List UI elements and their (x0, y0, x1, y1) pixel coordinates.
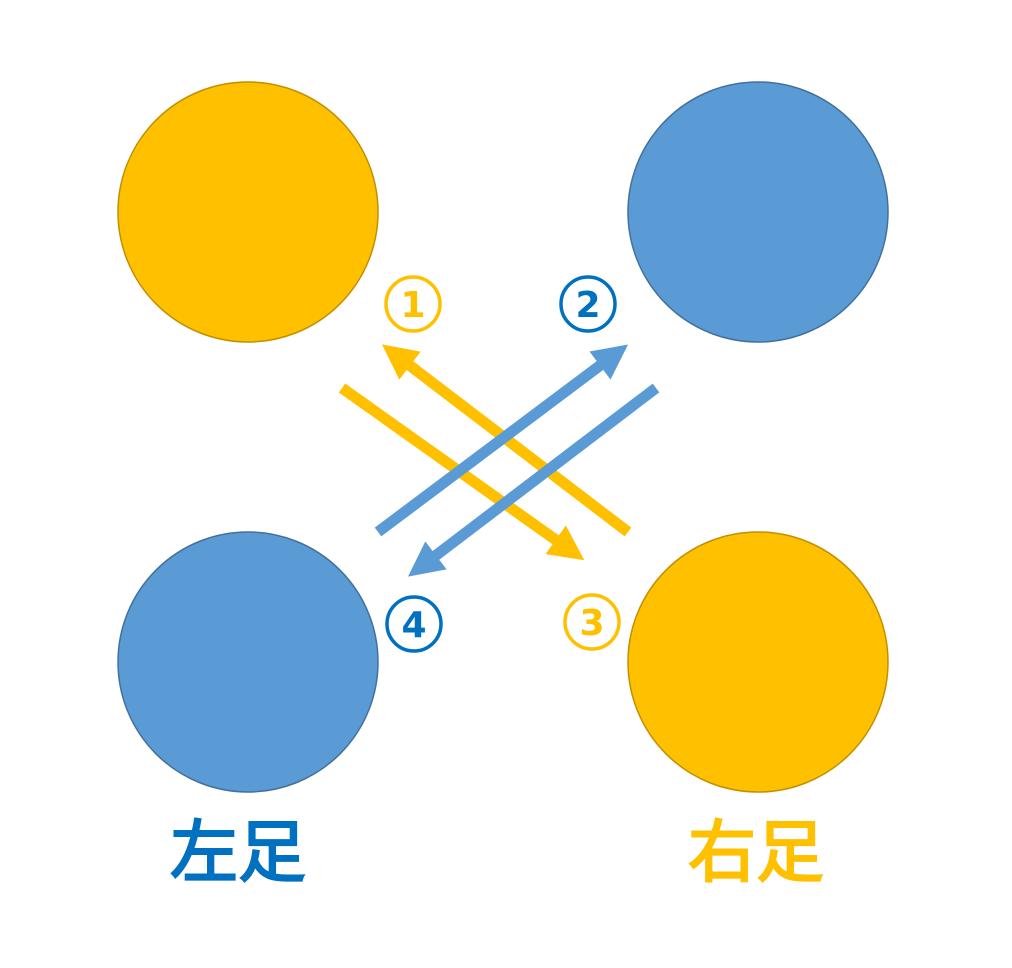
top-left-yellow-circle (117, 81, 379, 343)
step-number-3: 3 (579, 603, 604, 644)
bottom-right-yellow-circle (627, 531, 889, 793)
arrow-step-2 (374, 344, 629, 537)
step-number-1: 1 (400, 285, 425, 326)
left-foot-label: 左足 (170, 814, 306, 893)
step-marker-4: 4 (385, 595, 443, 653)
step-marker-1: 1 (384, 275, 442, 333)
step-number-2: 2 (575, 285, 600, 326)
step-number-4: 4 (401, 605, 426, 646)
right-foot-label: 右足 (688, 814, 824, 893)
bottom-left-blue-circle (117, 531, 379, 793)
arrow-step-4 (407, 383, 660, 577)
arrow-step-1 (382, 344, 632, 537)
top-right-blue-circle (627, 81, 889, 343)
step-marker-3: 3 (563, 593, 621, 651)
step-marker-2: 2 (559, 275, 617, 333)
